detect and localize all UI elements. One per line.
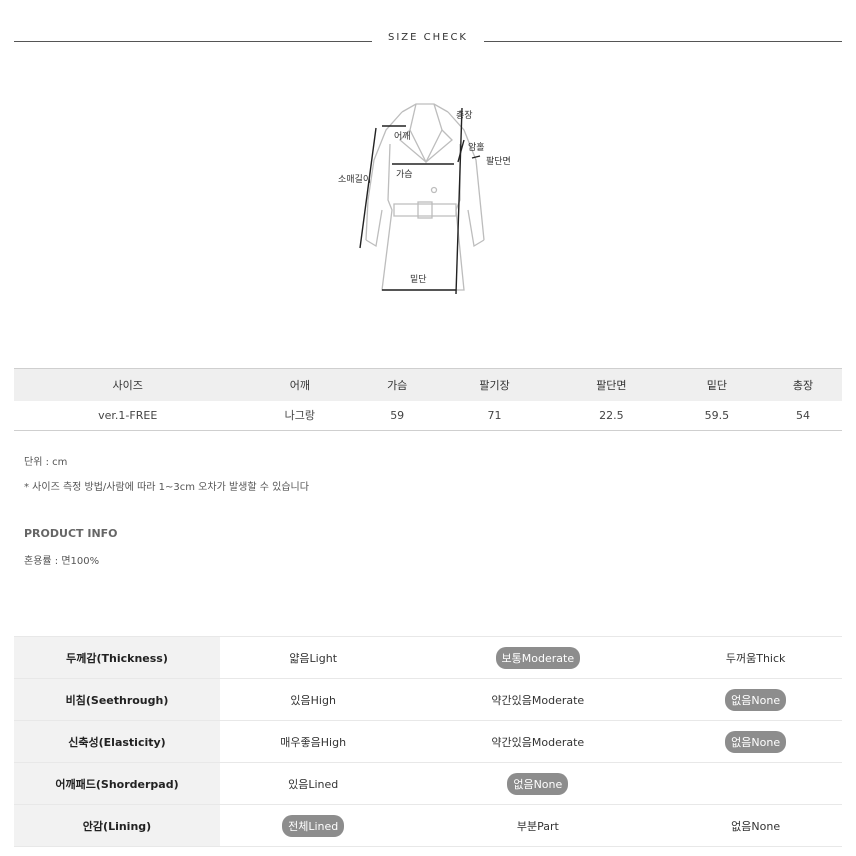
divider-right	[484, 41, 842, 42]
table-cell: 59.5	[669, 400, 765, 431]
diagram-label-chest: 가슴	[396, 170, 413, 180]
attribute-option: 있음Lined	[288, 777, 339, 791]
table-cell: ver.1-FREE	[14, 400, 242, 431]
attribute-label: 안감(Lining)	[14, 804, 220, 847]
attribute-option: 두꺼움Thick	[725, 651, 786, 665]
attribute-option-selected: 전체Lined	[282, 814, 345, 837]
fabric-composition: 혼용률 : 면100%	[24, 556, 100, 567]
attribute-option: 없음None	[731, 819, 781, 833]
attribute-option-selected: 보통Moderate	[495, 646, 581, 669]
coat-measurement-diagram: 총장 어깨 암홀 팔단면 소매길이 가슴 밑단	[330, 100, 530, 300]
attribute-option: 매우좋음High	[280, 735, 347, 749]
diagram-label-sleeve: 소매길이	[338, 175, 372, 185]
coat-illustration	[359, 103, 485, 295]
size-table-header: 사이즈	[14, 368, 242, 401]
table-cell: 54	[764, 400, 842, 431]
size-table-header: 팔기장	[436, 368, 553, 401]
diagram-label-length: 총장	[456, 111, 473, 121]
attribute-option-selected: 없음None	[507, 772, 569, 795]
unit-note: 단위 : cm	[24, 457, 68, 468]
size-table-header: 총장	[764, 368, 842, 401]
size-table: 사이즈 어깨 가슴 팔기장 팔단면 밑단 총장 ver.1-FREE 나그랑 5…	[14, 368, 842, 431]
product-attributes-table: 두께감(Thickness) 얇음Light 보통Moderate 두꺼움Thi…	[14, 636, 842, 847]
size-table-header-row: 사이즈 어깨 가슴 팔기장 팔단면 밑단 총장	[14, 368, 842, 401]
diagram-label-cuff: 팔단면	[486, 157, 511, 167]
attribute-row: 두께감(Thickness) 얇음Light 보통Moderate 두꺼움Thi…	[14, 636, 842, 679]
table-cell: 22.5	[552, 400, 670, 431]
attribute-row: 비침(Seethrough) 있음High 약간있음Moderate 없음Non…	[14, 678, 842, 721]
attribute-label: 두께감(Thickness)	[14, 636, 220, 679]
diagram-label-shoulder: 어깨	[394, 132, 411, 142]
divider-left	[14, 41, 372, 42]
table-cell: 71	[436, 400, 553, 431]
attribute-option: 있음High	[290, 693, 336, 707]
size-table-header: 밑단	[669, 368, 765, 401]
table-row: ver.1-FREE 나그랑 59 71 22.5 59.5 54	[14, 400, 842, 431]
attribute-option-selected: 없음None	[725, 730, 787, 753]
size-table-header: 어깨	[241, 368, 359, 401]
attribute-label: 어깨패드(Shorderpad)	[14, 762, 220, 805]
table-cell: 나그랑	[241, 400, 359, 431]
attribute-option: 부분Part	[516, 819, 559, 833]
attribute-option: 약간있음Moderate	[491, 735, 585, 749]
size-check-header: SIZE CHECK	[14, 30, 842, 50]
measurement-disclaimer: * 사이즈 측정 방법/사람에 따라 1~3cm 오차가 발생할 수 있습니다	[24, 482, 309, 493]
size-check-title: SIZE CHECK	[387, 32, 468, 43]
attribute-option-selected: 없음None	[725, 688, 787, 711]
table-cell: 59	[358, 400, 437, 431]
diagram-label-hem: 밑단	[410, 275, 427, 285]
attribute-label: 신축성(Elasticity)	[14, 720, 220, 763]
attribute-option: 얇음Light	[289, 651, 338, 665]
attribute-label: 비침(Seethrough)	[14, 678, 220, 721]
attribute-row: 안감(Lining) 전체Lined 부분Part 없음None	[14, 804, 842, 847]
size-table-header: 팔단면	[552, 368, 670, 401]
product-info-title: PRODUCT INFO	[24, 527, 118, 540]
attribute-row: 신축성(Elasticity) 매우좋음High 약간있음Moderate 없음…	[14, 720, 842, 763]
attribute-row: 어깨패드(Shorderpad) 있음Lined 없음None	[14, 762, 842, 805]
diagram-label-armhole: 암홀	[468, 143, 485, 153]
size-table-header: 가슴	[358, 368, 437, 401]
attribute-option: 약간있음Moderate	[491, 693, 585, 707]
